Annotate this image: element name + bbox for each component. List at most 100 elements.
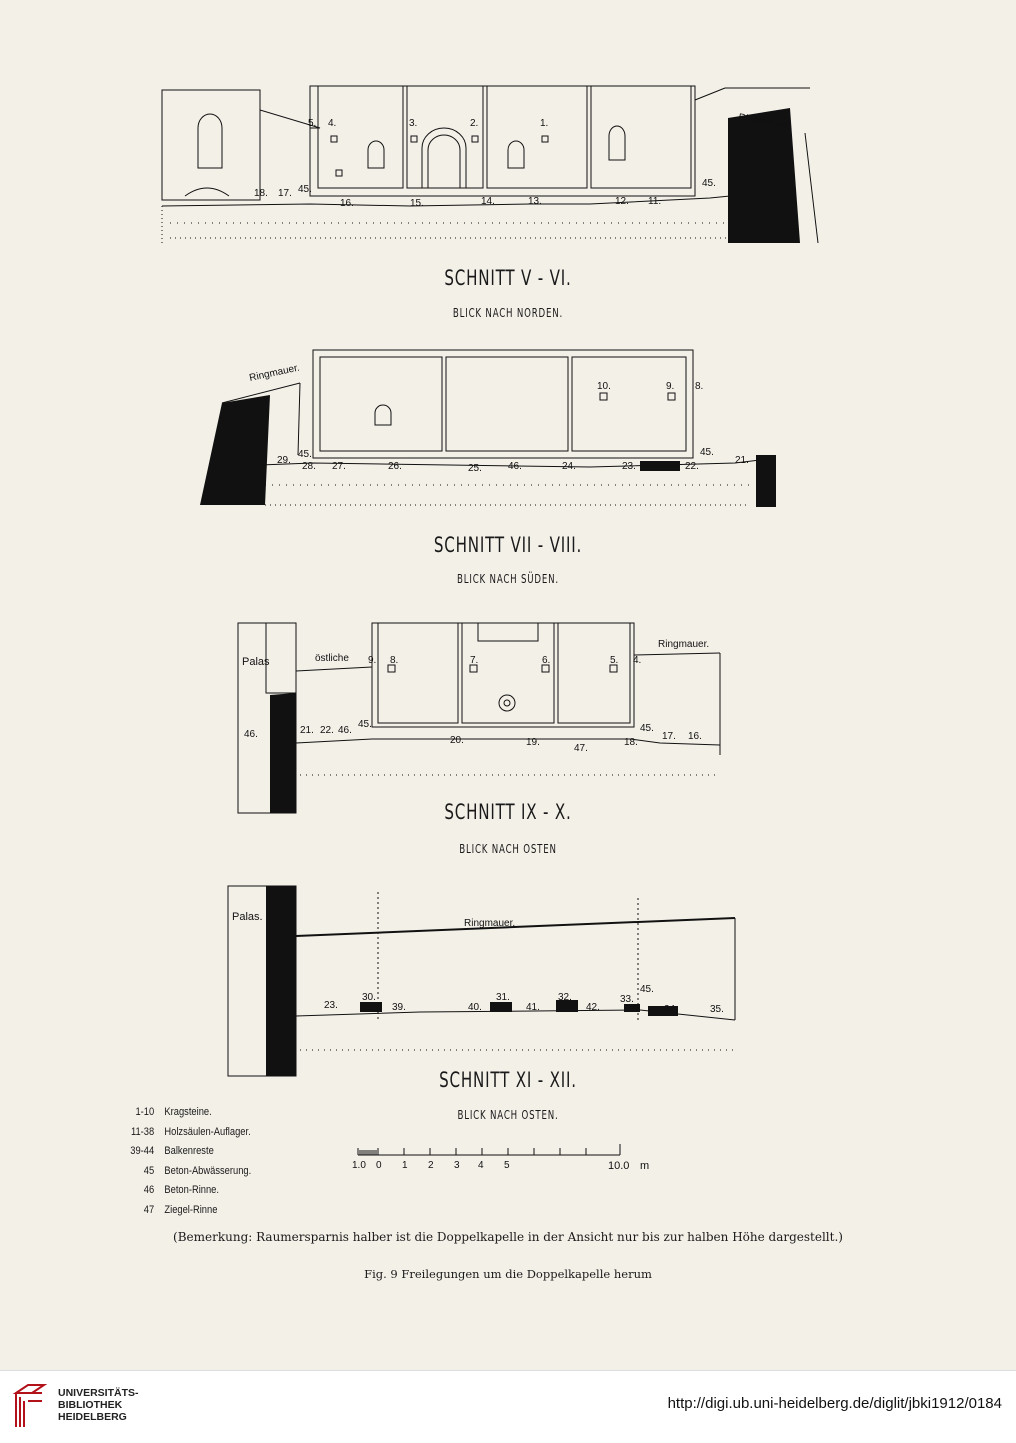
svg-text:16.: 16. — [688, 731, 702, 742]
palas-label: Palas — [242, 656, 270, 668]
section-title: SCHNITT V - VI. — [444, 266, 572, 290]
figure-caption: Fig. 9 Freilegungen um die Doppelkapelle… — [364, 1267, 652, 1281]
svg-text:2.: 2. — [470, 118, 478, 129]
svg-text:40.: 40. — [468, 1002, 482, 1013]
svg-text:24.: 24. — [562, 461, 576, 472]
svg-text:8.: 8. — [695, 381, 703, 392]
svg-text:14.: 14. — [481, 196, 495, 207]
section-title: SCHNITT VII - VIII. — [433, 533, 583, 557]
svg-text:4.: 4. — [633, 655, 641, 666]
svg-text:16.: 16. — [340, 198, 354, 209]
section-title: SCHNITT XI - XII. — [439, 1068, 577, 1092]
section-title: SCHNITT IX - X. — [444, 800, 572, 824]
library-logo-icon — [12, 1384, 48, 1427]
svg-text:45.: 45. — [358, 719, 372, 730]
svg-text:33.: 33. — [620, 994, 634, 1005]
svg-text:46.: 46. — [338, 725, 352, 736]
palas-label-2: Palas. — [232, 911, 263, 923]
scale-unit: m — [640, 1160, 649, 1172]
section-xi-xii-drawing: Palas. Ringmauer. 23. 30. 39. 40. 31. 41… — [227, 885, 736, 1077]
svg-text:8.: 8. — [390, 655, 398, 666]
ringmauer-label-3: Ringmauer. — [658, 639, 709, 650]
svg-text:21.: 21. — [735, 455, 749, 466]
source-url-link[interactable]: http://digi.ub.uni-heidelberg.de/diglit/… — [667, 1395, 1002, 1412]
svg-text:17.: 17. — [278, 188, 292, 199]
svg-text:42.: 42. — [586, 1002, 600, 1013]
svg-text:45.: 45. — [702, 178, 716, 189]
svg-text:45.: 45. — [700, 447, 714, 458]
svg-text:17.: 17. — [662, 731, 676, 742]
svg-text:10.: 10. — [597, 381, 611, 392]
svg-text:39.: 39. — [392, 1002, 406, 1013]
scale-tick: 4 — [478, 1160, 484, 1171]
svg-text:18.: 18. — [624, 737, 638, 748]
svg-text:9.: 9. — [666, 381, 674, 392]
svg-text:13.: 13. — [528, 196, 542, 207]
section-subtitle: BLICK NACH NORDEN. — [452, 306, 564, 320]
scanned-page: 5. 4. 3. 2. 1. 18. 17. 45. 45. 16. 15. 1… — [110, 85, 843, 1281]
scale-tick: 3 — [454, 1160, 460, 1171]
svg-text:22.: 22. — [320, 725, 334, 736]
svg-text:41.: 41. — [526, 1002, 540, 1013]
svg-text:12.: 12. — [615, 196, 629, 207]
section-subtitle: BLICK NACH SÜDEN. — [457, 572, 559, 586]
footer-bar: UNIVERSITÄTS- BIBLIOTHEK HEIDELBERG http… — [0, 1370, 1016, 1443]
svg-text:7.: 7. — [470, 655, 478, 666]
svg-text:45.: 45. — [640, 723, 654, 734]
svg-text:1.: 1. — [540, 118, 548, 129]
svg-text:29.: 29. — [277, 455, 291, 466]
svg-text:15.: 15. — [410, 198, 424, 209]
svg-text:45.: 45. — [298, 184, 312, 195]
scale-tick: 1 — [402, 1160, 408, 1171]
ringmauer-label-4: Ringmauer. — [464, 918, 515, 929]
svg-text:32.: 32. — [558, 992, 572, 1003]
svg-text:19.: 19. — [526, 737, 540, 748]
svg-text:4.: 4. — [328, 118, 336, 129]
scale-tick: 5 — [504, 1160, 510, 1171]
scale-bar: 1.0 0 1 2 3 4 5 10.0 m — [352, 1144, 649, 1172]
svg-text:45.: 45. — [298, 449, 312, 460]
svg-text:34.: 34. — [664, 1004, 678, 1015]
section-subtitle: BLICK NACH OSTEN. — [457, 1108, 559, 1122]
section-v-vi-drawing: 5. 4. 3. 2. 1. 18. 17. 45. 45. 16. 15. 1… — [161, 85, 819, 244]
svg-text:35.: 35. — [710, 1004, 724, 1015]
svg-text:23.: 23. — [622, 461, 636, 472]
svg-text:6.: 6. — [542, 655, 550, 666]
svg-text:9.: 9. — [368, 655, 376, 666]
svg-text:11.: 11. — [648, 196, 661, 207]
svg-text:22.: 22. — [685, 461, 699, 472]
svg-text:5.: 5. — [308, 118, 316, 129]
scale-tick: 2 — [428, 1160, 434, 1171]
svg-text:28.: 28. — [302, 461, 316, 472]
svg-text:20.: 20. — [450, 735, 464, 746]
remark-note: (Bemerkung: Raumersparnis halber ist die… — [173, 1230, 843, 1244]
svg-text:46.: 46. — [508, 461, 522, 472]
svg-text:23.: 23. — [324, 1000, 338, 1011]
scale-tick: 0 — [376, 1160, 382, 1171]
section-subtitle: BLICK NACH OSTEN — [459, 842, 557, 856]
svg-text:45.: 45. — [640, 984, 654, 995]
section-vii-viii-drawing: Ringmauer. 10. 9. 8. 29. 45. 28. 27. 26.… — [200, 349, 776, 507]
scale-end: 10.0 — [608, 1160, 629, 1172]
ostliche-label: östliche — [315, 653, 349, 664]
scale-tick: 1.0 — [352, 1160, 366, 1171]
svg-text:5.: 5. — [610, 655, 618, 666]
svg-text:25.: 25. — [468, 463, 482, 474]
svg-text:27.: 27. — [332, 461, 346, 472]
svg-text:30.: 30. — [362, 992, 376, 1003]
svg-text:21.: 21. — [300, 725, 314, 736]
svg-text:3.: 3. — [409, 118, 417, 129]
svg-text:47.: 47. — [574, 743, 588, 754]
svg-text:26.: 26. — [388, 461, 402, 472]
svg-text:18.: 18. — [254, 188, 268, 199]
library-name: UNIVERSITÄTS- BIBLIOTHEK HEIDELBERG — [58, 1387, 139, 1423]
svg-text:31.: 31. — [496, 992, 510, 1003]
svg-text:46.: 46. — [244, 729, 258, 740]
